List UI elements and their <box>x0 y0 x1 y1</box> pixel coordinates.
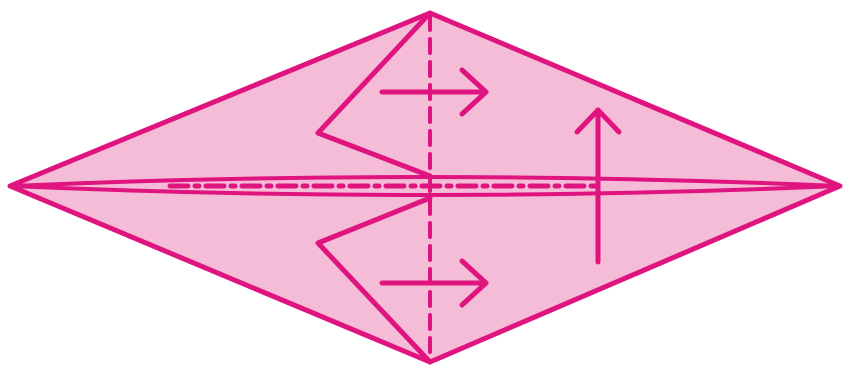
origami-diagram <box>0 0 846 365</box>
